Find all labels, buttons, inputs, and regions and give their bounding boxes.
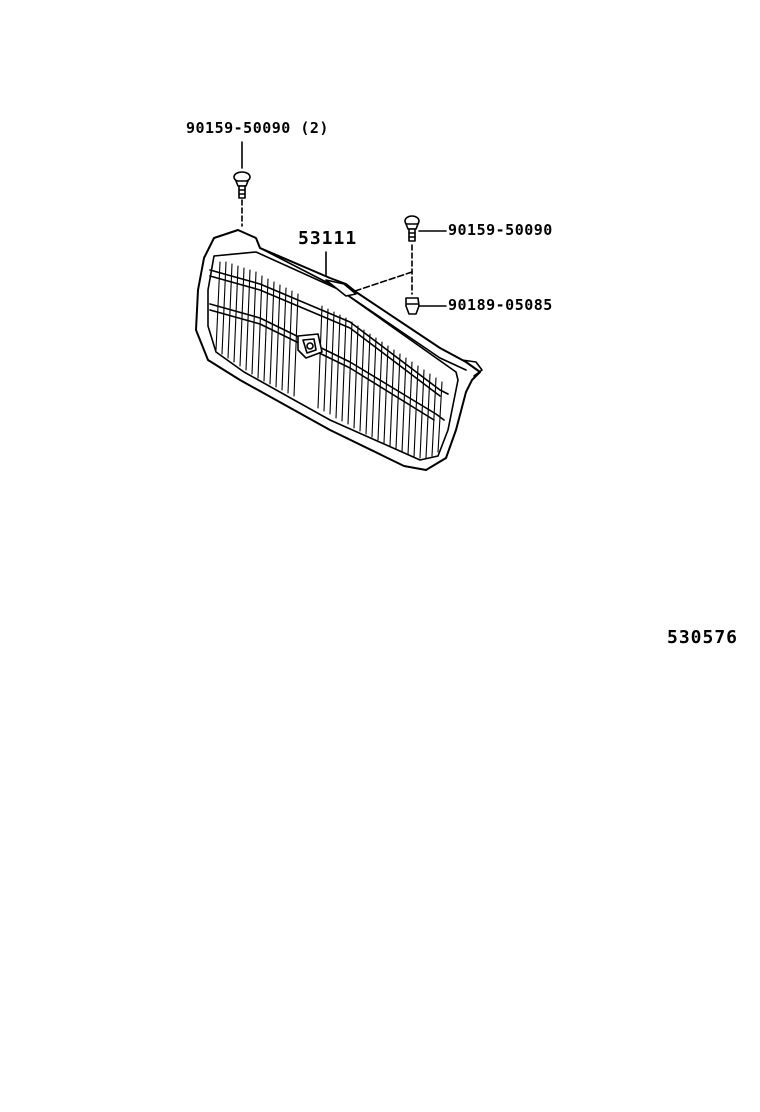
part-label-bolt-right: 90159-50090 (448, 221, 553, 239)
alignment-line-right-diagonal (351, 271, 413, 293)
part-label-bolt-left: 90159-50090 (2) (186, 119, 329, 137)
bolt-icon-right (404, 215, 420, 242)
illustration-id: 530576 (667, 627, 739, 648)
grille-shape (195, 229, 483, 471)
bolt-icon-left (233, 171, 251, 199)
emblem-icon (297, 333, 323, 359)
clip-icon-right (405, 297, 420, 315)
part-label-grille: 53111 (298, 228, 358, 249)
part-label-clip-right: 90189-05085 (448, 296, 553, 314)
